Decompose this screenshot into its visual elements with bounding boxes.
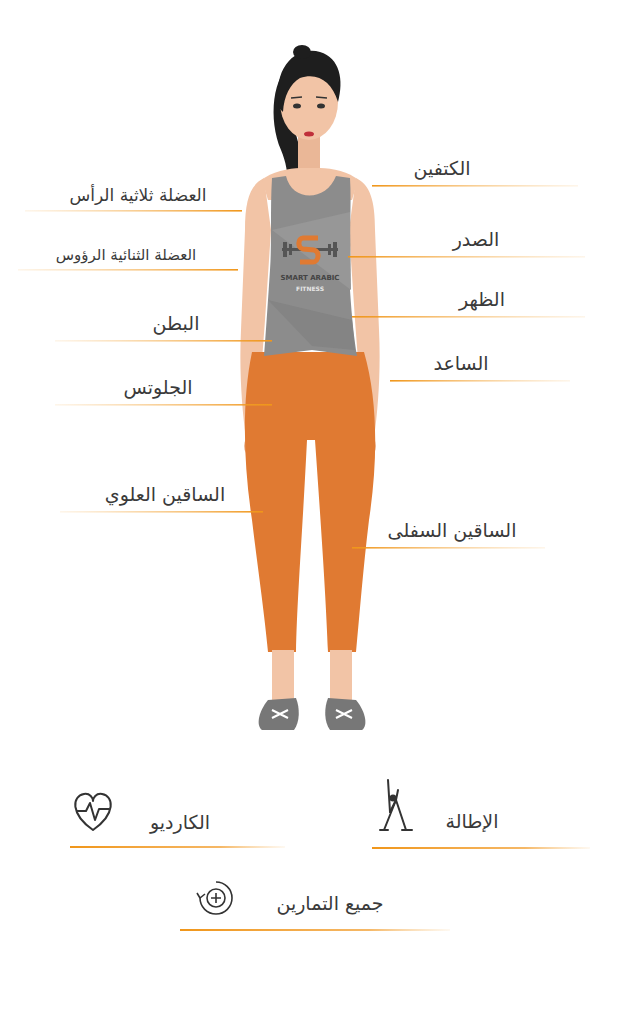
hair [278, 51, 341, 112]
shirt-logo [282, 238, 338, 262]
leader-line [60, 511, 263, 513]
leader-line [390, 380, 570, 382]
hair-bun [293, 45, 311, 59]
all-exercises-icon [197, 882, 232, 914]
eye [317, 104, 325, 109]
logo-text: FITNESS [296, 285, 324, 292]
muscle-label: الظهر [459, 288, 505, 311]
stretch-icon [380, 780, 412, 830]
muscle-label: العضلة الثنائية الرؤوس [56, 246, 196, 264]
logo-text: SMART ARABIC [280, 274, 339, 282]
muscle-label: البطن [153, 312, 200, 335]
leader-line [372, 185, 578, 187]
muscle-label: الكارديو [150, 811, 210, 834]
shoe-lace [272, 710, 288, 718]
leader-line [348, 256, 585, 258]
muscle-label: الساعد [433, 352, 488, 375]
muscle-label: الساقين السفلى [388, 519, 517, 542]
leader-line [18, 269, 238, 271]
muscle-label: العضلة ثلاثية الرأس [69, 185, 206, 205]
leader-line [352, 316, 585, 318]
lips [304, 132, 314, 137]
muscle-label: الكتفين [413, 157, 470, 180]
muscle-label: الإطالة [445, 810, 498, 833]
shirt-shade [268, 300, 355, 350]
left-ankle [272, 650, 294, 702]
tank-top [264, 176, 357, 356]
muscle-label: جميع التمارين [276, 892, 383, 915]
leggings [245, 352, 375, 652]
underline [372, 847, 590, 849]
leader-line [25, 210, 242, 212]
heart-icon [75, 794, 111, 830]
underline [180, 929, 450, 931]
shirt-shade [272, 212, 351, 290]
shoe-lace [336, 710, 352, 718]
right-ankle [330, 650, 352, 702]
underline [70, 846, 285, 848]
leader-line [55, 340, 272, 342]
leader-lines [18, 185, 590, 931]
muscle-label: الساقين العلوي [105, 483, 225, 506]
muscle-label: الصدر [453, 228, 500, 251]
muscle-label: الجلوتس [124, 376, 193, 399]
eyebrow [291, 97, 327, 98]
eye [293, 104, 301, 109]
left-shoe [259, 698, 299, 730]
leader-line [55, 404, 272, 406]
leader-line [352, 547, 545, 549]
right-shoe [325, 698, 365, 730]
